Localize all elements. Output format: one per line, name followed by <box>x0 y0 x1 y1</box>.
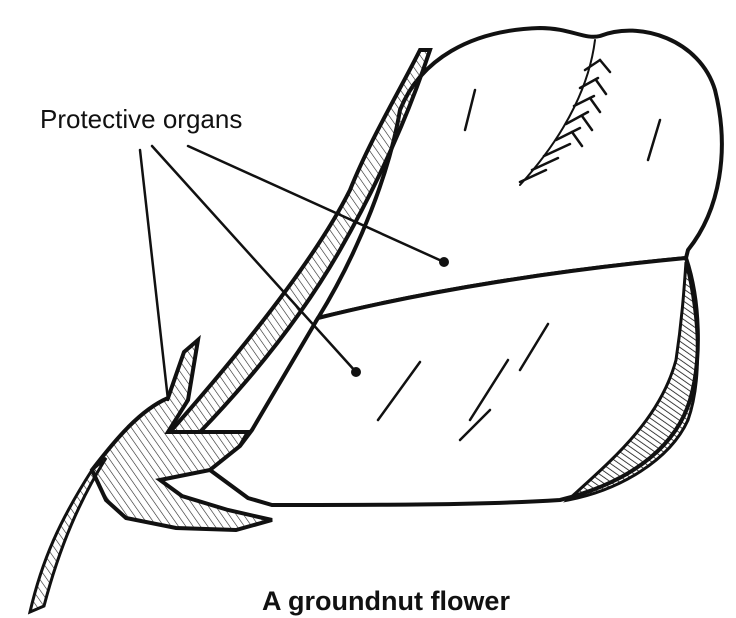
stem <box>30 458 106 612</box>
pointer-dot-standard <box>439 257 449 267</box>
label-protective-organs: Protective organs <box>40 104 242 135</box>
figure-caption: A groundnut flower <box>262 586 510 617</box>
pointer-dot-wing <box>351 367 361 377</box>
